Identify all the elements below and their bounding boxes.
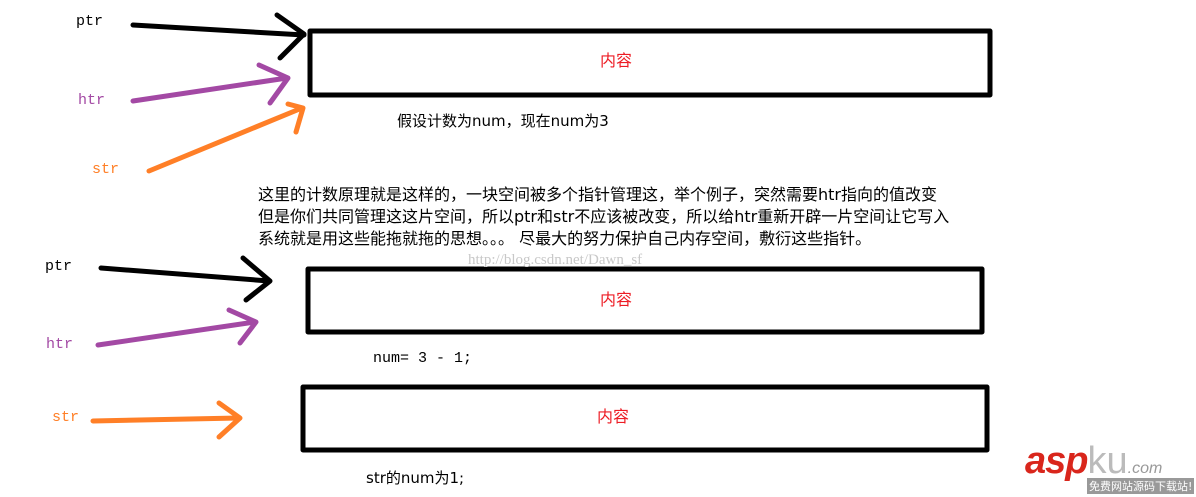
label-str-top: str bbox=[92, 161, 120, 178]
logo-brand: asp bbox=[1025, 440, 1088, 482]
aspku-logo: aspku.com 免费网站源码下载站! bbox=[1025, 440, 1195, 494]
watermark: http://blog.csdn.net/Dawn_sf bbox=[468, 252, 643, 268]
arrow-htr-bottom bbox=[95, 307, 259, 348]
arrow-str-top bbox=[146, 101, 306, 174]
arrow-ptr-bottom bbox=[98, 255, 273, 303]
label-str-bottom: str bbox=[52, 409, 80, 426]
note-decrement: num= 3 - 1; bbox=[373, 350, 473, 367]
arrow-str-bottom bbox=[90, 400, 243, 440]
memory-box-ptr-str bbox=[305, 266, 985, 335]
explanation-line: 系统就是用这些能拖就拖的思想。。。 尽最大的努力保护自己内存空间，敷衍这些指针。 bbox=[258, 229, 872, 248]
label-ptr-bottom: ptr bbox=[45, 258, 73, 275]
logo-brand2: ku bbox=[1087, 440, 1128, 482]
memory-box-shared bbox=[307, 28, 993, 98]
label-ptr-top: ptr bbox=[76, 13, 104, 30]
explanation-text: 这里的计数原理就是这样的，一块空间被多个指针管理这，举个例子，突然需要htr指向… bbox=[258, 184, 949, 250]
note-str-count: str的num为1; bbox=[366, 469, 465, 487]
note-count: 假设计数为num，现在num为3 bbox=[397, 112, 609, 130]
box-label-shared: 内容 bbox=[600, 51, 633, 70]
label-htr-bottom: htr bbox=[46, 336, 74, 353]
box-label-htr-new: 内容 bbox=[597, 407, 630, 426]
memory-box-htr-new bbox=[300, 384, 990, 453]
arrow-htr-top bbox=[130, 62, 291, 106]
arrow-ptr-top bbox=[130, 12, 307, 61]
label-htr-top: htr bbox=[78, 92, 106, 109]
box-label-ptr-str: 内容 bbox=[600, 290, 633, 309]
explanation-line: 但是你们共同管理这这片空间，所以ptr和str不应该被改变，所以给htr重新开辟… bbox=[258, 207, 950, 226]
logo-domain: .com bbox=[1127, 460, 1163, 477]
logo-slogan: 免费网站源码下载站! bbox=[1087, 478, 1195, 494]
explanation-line: 这里的计数原理就是这样的，一块空间被多个指针管理这，举个例子，突然需要htr指向… bbox=[258, 185, 937, 204]
